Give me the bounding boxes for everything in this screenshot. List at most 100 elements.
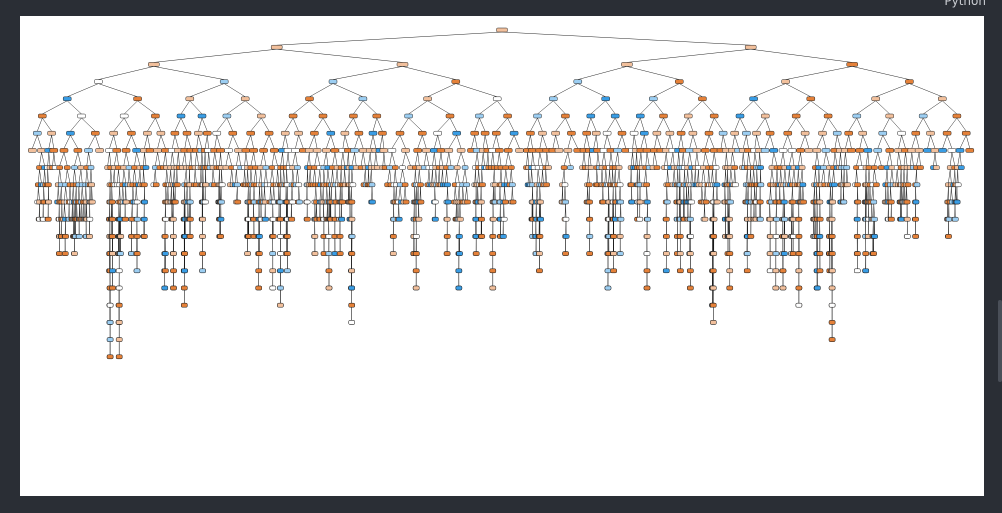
tree-edge [890,186,892,201]
tree-node [795,285,803,291]
tree-edge [759,152,761,166]
tree-edge [544,169,547,183]
tree-edge [667,169,669,183]
tree-node [348,199,356,205]
scrollbar-thumb[interactable] [998,300,1002,382]
tree-edge [948,169,951,183]
tree-node [829,199,836,205]
tree-node [59,148,69,153]
tree-node [832,130,842,136]
tree-edge [633,135,637,149]
tree-node [289,199,296,205]
tree-node [202,199,209,205]
tree-edge [490,152,494,166]
tree-edge [264,169,267,183]
tree-node [246,130,255,136]
tree-edge [399,169,403,183]
tree-edge [477,169,479,183]
tree-edge [756,169,758,183]
tree-node [269,268,277,274]
tree-edge [822,135,827,149]
tree-node [551,130,560,136]
tree-edge [713,152,717,166]
tree-edge [832,169,834,183]
tree-node [814,285,821,291]
tree-edge [564,186,566,201]
tree-edge [234,169,237,183]
tree-node [778,148,788,153]
tree-edge [957,169,959,183]
tree-edge [434,135,438,149]
tree-edge [609,152,612,166]
tree-node [509,182,516,188]
tree-edge [590,100,606,115]
tree-node [106,354,114,360]
tree-node [71,165,78,170]
tree-edge [358,135,364,149]
tree-edge [834,152,838,166]
tree-node [712,165,720,170]
tree-edge [86,152,89,166]
tree-edge [916,169,918,183]
tree-node [554,148,564,153]
tree-edge [132,186,135,201]
tree-edge [398,186,401,201]
tree-node [617,130,627,136]
tree-node [413,234,420,239]
tree-node [386,165,393,170]
tree-edge [72,186,75,201]
tree-node [417,182,424,188]
tree-edge [42,117,52,132]
tree-edge [868,169,871,183]
tree-edge [745,169,748,183]
tree-edge [393,169,396,183]
tree-edge [618,169,621,183]
tree-edge [434,169,437,183]
tree-edge [326,169,329,183]
tree-node [561,113,570,119]
tree-edge [137,100,156,115]
tree-edge [167,186,169,201]
tree-edge [746,135,749,149]
tree-edge [754,152,758,166]
tree-edge [724,169,726,183]
tree-node [133,268,141,274]
tree-edge [535,203,538,218]
tree-node [586,216,594,222]
tree-node [710,268,717,274]
tree-edge [785,66,853,80]
tree-edge [479,117,486,132]
tree-edge [226,100,246,115]
tree-node [617,251,624,256]
tree-node [687,216,694,222]
tree-node [816,251,824,256]
tree-edge [889,152,893,166]
tree-node [478,199,485,205]
tree-edge [773,152,778,166]
tree-node [350,148,359,153]
tree-node [536,268,543,274]
tree-edge [123,152,127,166]
tree-edge [712,169,714,183]
tree-edge [750,48,853,63]
tree-node [348,216,356,222]
tree-node [495,148,504,153]
tree-node [878,165,885,170]
tree-node [62,234,69,239]
tree-edge [756,135,760,149]
tree-edge [595,135,599,149]
tree-node [455,285,463,291]
tree-node [862,251,870,256]
tree-edge [464,186,467,201]
tree-edge [687,169,689,183]
tree-node [269,285,277,291]
tree-edge [198,117,203,132]
tree-edge [180,100,190,115]
tree-node [134,216,141,222]
tree-node [947,148,957,153]
tree-edge [176,169,178,183]
tree-edge [113,135,118,149]
tree-node [73,148,83,153]
tree-node [249,148,258,153]
tree-node [731,165,739,170]
